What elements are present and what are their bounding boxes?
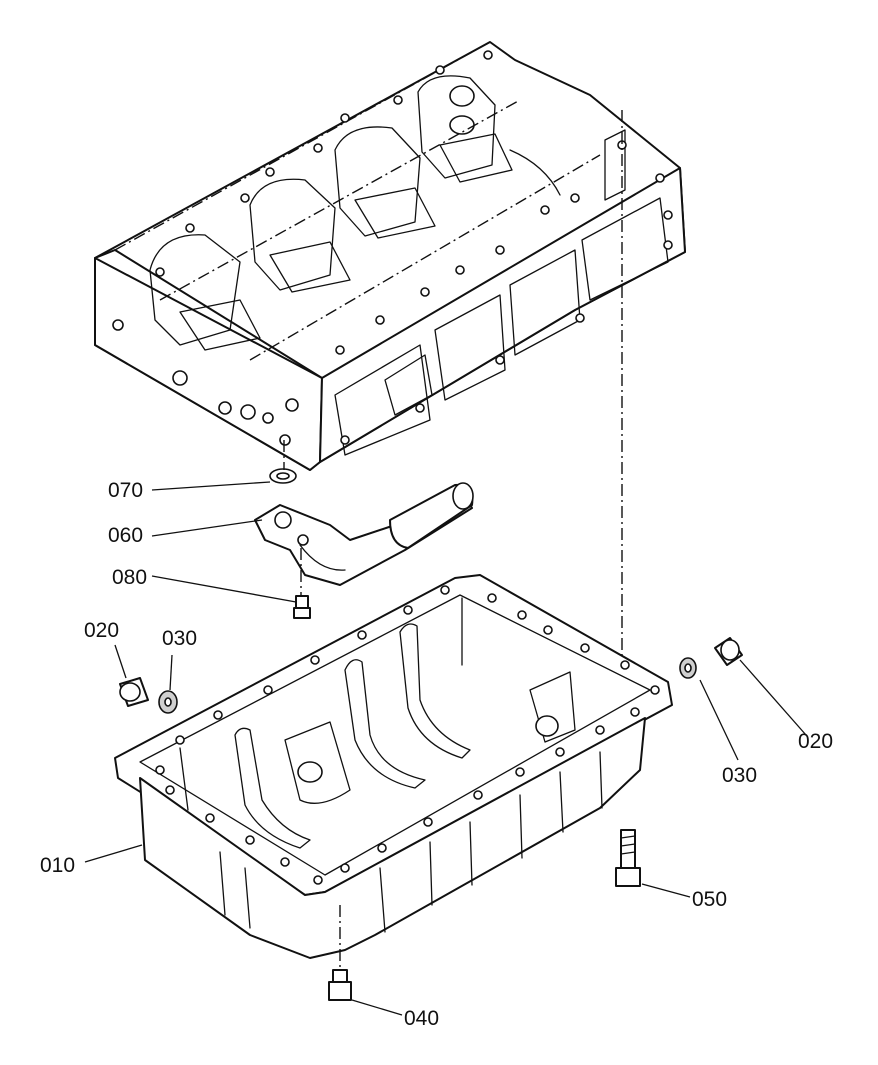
oil-pan (114, 574, 673, 959)
drain-plug-left (119, 677, 149, 707)
callout-060: 060 (108, 524, 143, 547)
washer-left (158, 690, 178, 714)
callout-020-right: 020 (798, 730, 833, 753)
washer-right (679, 657, 697, 679)
strainer-bolt (293, 548, 311, 619)
callout-050: 050 (692, 888, 727, 911)
oil-strainer (254, 468, 474, 586)
callout-080: 080 (112, 566, 147, 589)
callout-030-right: 030 (722, 764, 757, 787)
pan-bolt-040 (328, 905, 352, 1001)
callout-040: 040 (404, 1007, 439, 1030)
drain-plug-right (714, 637, 743, 666)
callout-070: 070 (108, 479, 143, 502)
crankcase-block (94, 41, 686, 471)
pan-bolt-050 (615, 829, 641, 887)
callout-030-left: 030 (162, 627, 197, 650)
callout-010: 010 (40, 854, 75, 877)
callout-020-left: 020 (84, 619, 119, 642)
